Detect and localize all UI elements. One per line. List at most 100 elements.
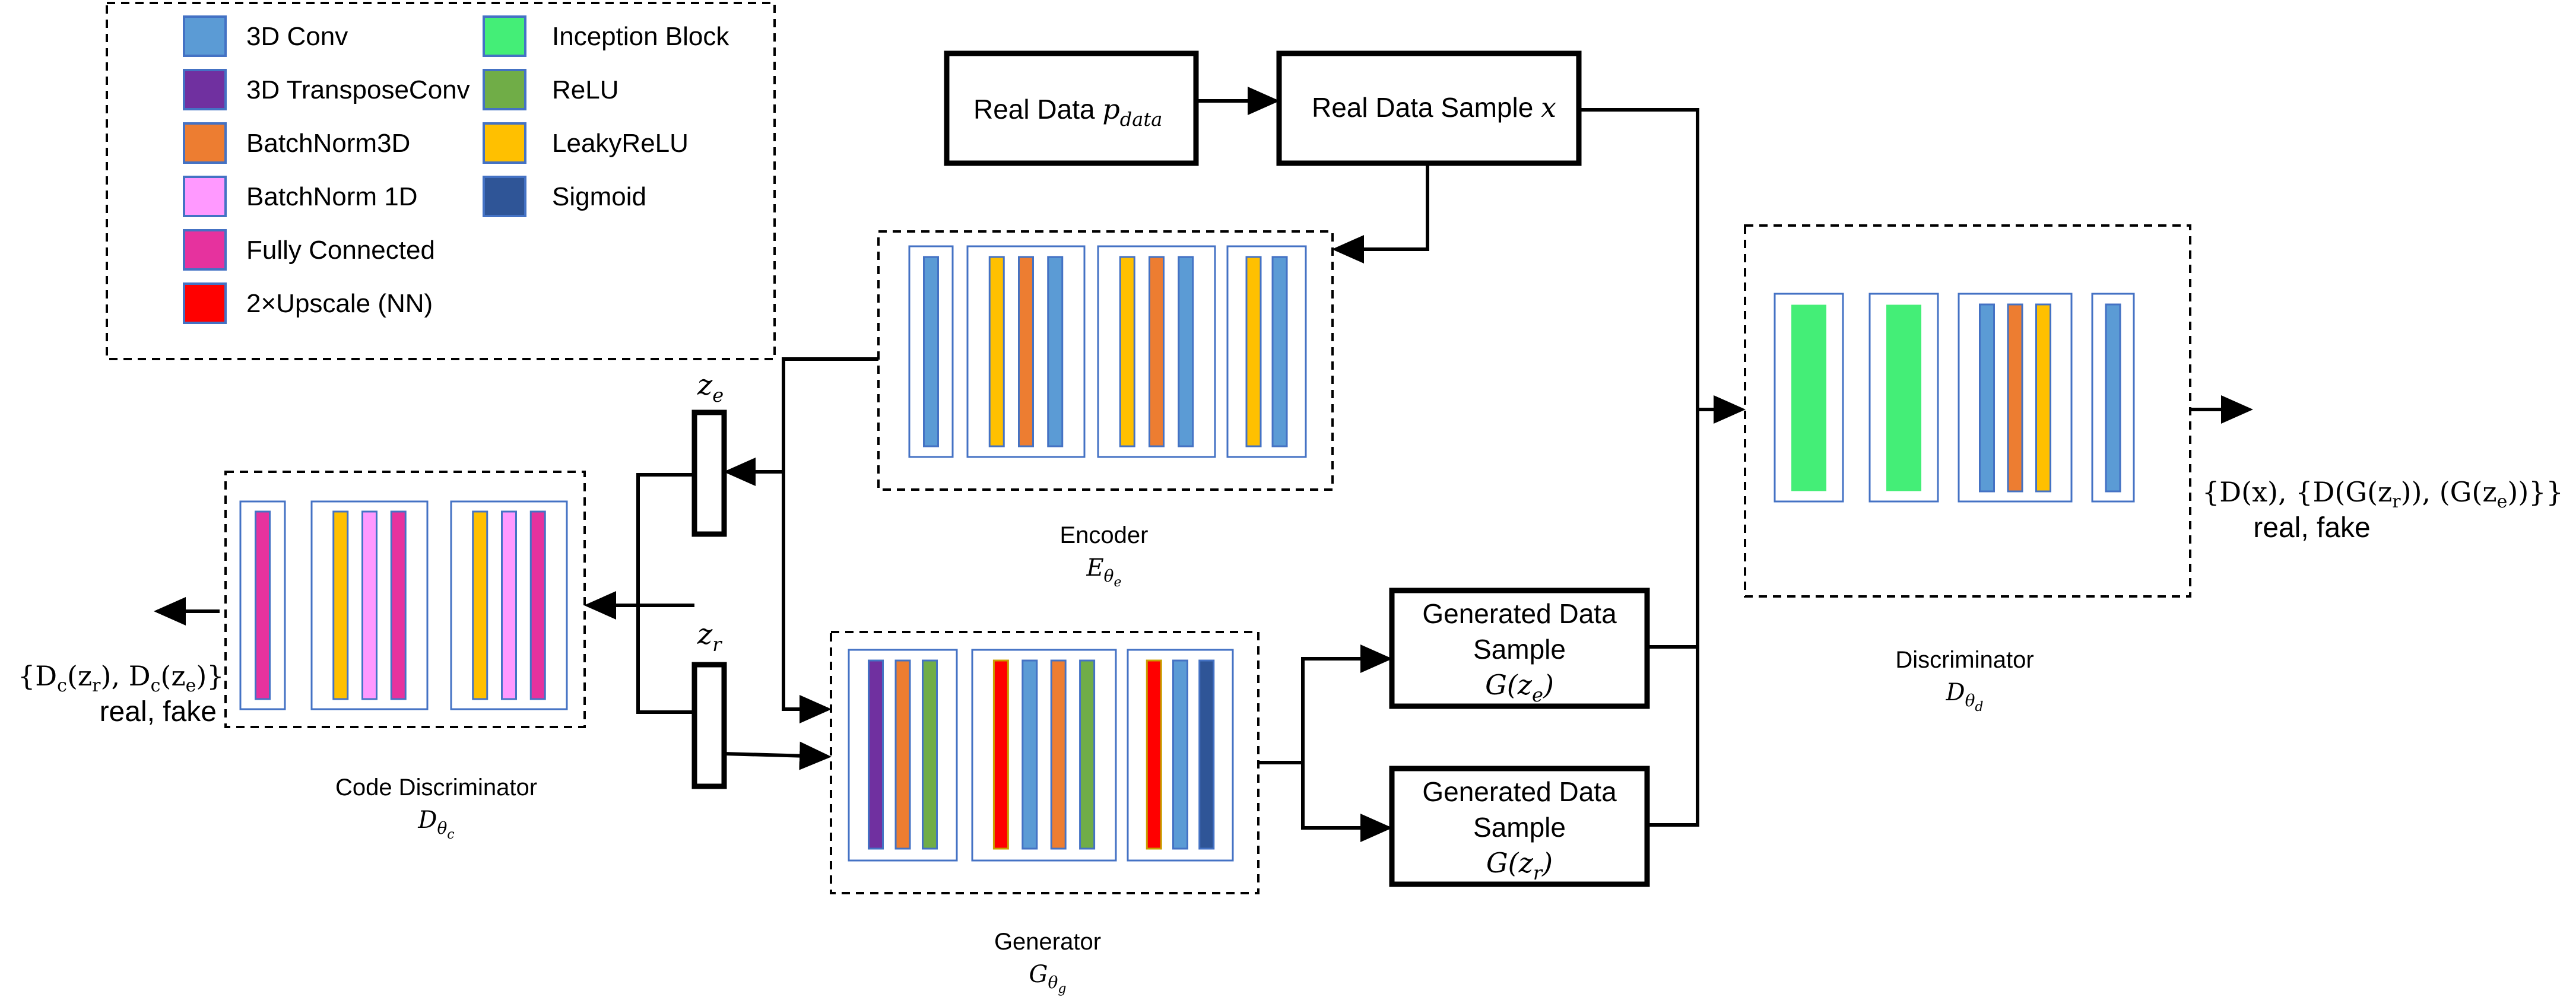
discriminator-output-formula: {D(x), {D(G(zr)), (G(ze))}} <box>2202 476 2564 512</box>
legend-swatch-batchnorm3d <box>183 122 227 164</box>
generator-layer-relu <box>1079 659 1096 850</box>
discriminator-output-label: real, fake <box>2253 512 2370 544</box>
code-discriminator-layer-fully-connected <box>255 510 271 700</box>
encoder-layer-leaky-relu <box>988 256 1005 447</box>
legend-label-relu: ReLU <box>552 75 619 104</box>
generated-sample-ze-box: Generated Data Sample G(ze) <box>1389 588 1650 709</box>
gen-zr-line1: Generated Data <box>1422 776 1617 807</box>
arrow-zr-to-generator <box>724 741 832 770</box>
code-discriminator-symbol: Dθc <box>417 807 454 842</box>
encoder-symbol: Eθe <box>1086 554 1121 590</box>
discriminator-layer-inception <box>1791 304 1826 491</box>
encoder-layer-conv3d <box>1178 256 1194 447</box>
code-discriminator-layer-leaky-relu <box>472 510 488 700</box>
encoder-layer-conv3d <box>1271 256 1288 447</box>
code-discriminator-title: Code Discriminator <box>335 774 537 801</box>
line-zr-branch <box>636 605 694 714</box>
generator-layer-batchnorm3d <box>894 659 911 850</box>
encoder-block-4 <box>1226 245 1307 458</box>
arrow-generator-to-genzr <box>1301 763 1392 842</box>
code-discriminator-output-label: real, fake <box>100 696 217 728</box>
discriminator-caption: Discriminator Dθd <box>1895 647 2033 715</box>
legend-swatch-conv3d <box>183 15 227 57</box>
encoder-layer-leaky-relu <box>1245 256 1262 447</box>
legend-swatch-batchnorm1d <box>183 176 227 217</box>
gen-zr-formula: G(zr) <box>1486 847 1553 884</box>
discriminator-symbol: Dθd <box>1945 679 1983 715</box>
legend-frame <box>106 2 776 360</box>
generator-title: Generator <box>994 929 1101 955</box>
generator-symbol: Gθg <box>1029 961 1067 996</box>
connectors <box>154 87 2253 842</box>
real-data-sample-label: Real Data Sample <box>1312 92 1541 123</box>
legend-swatch-fully_connected <box>183 229 227 271</box>
discriminator-output: {D(x), {D(G(zr)), (G(ze))}} real, fake <box>2202 476 2564 544</box>
generator-layer-batchnorm3d <box>1050 659 1067 850</box>
discriminator-layer-conv3d <box>2105 303 2121 493</box>
latent-ze-vector <box>691 409 727 537</box>
arrow-generator-to-genze <box>1258 644 1392 764</box>
code-discriminator-output-formula: {Dc(zr), Dc(ze)} <box>18 660 224 696</box>
line-ze-zr-to-codedisc <box>636 473 694 607</box>
arrow-sample-to-discriminator <box>1579 108 1746 424</box>
legend-swatch-leaky_relu <box>483 122 526 164</box>
code-discriminator-caption: Code Discriminator Dθc <box>335 774 537 842</box>
svg-text:Real Data Sample x: Real Data Sample x <box>1312 91 1556 123</box>
encoder-caption: Encoder Eθe <box>1060 522 1149 590</box>
code-discriminator-layer-leaky-relu <box>332 510 349 700</box>
line-genzr-to-disc <box>1647 409 1699 827</box>
generator-layer-transpose-conv <box>868 659 884 850</box>
code-discriminator-layer-batchnorm1d <box>361 510 377 700</box>
discriminator-layer-leaky-relu <box>2035 303 2051 493</box>
discriminator-layer-conv3d <box>1979 303 1995 493</box>
gen-ze-line1: Generated Data <box>1422 598 1617 629</box>
generator-caption: Generator Gθg <box>994 929 1101 996</box>
generator-layer-sigmoid <box>1198 659 1215 850</box>
discriminator-title: Discriminator <box>1895 647 2033 673</box>
encoder-layer-conv3d <box>923 256 939 447</box>
legend-label-leaky_relu: LeakyReLU <box>552 129 689 158</box>
code-discriminator-output: {Dc(zr), Dc(ze)} real, fake <box>18 660 224 728</box>
arrow-ze-to-generator <box>782 472 832 723</box>
legend-label-upscale: 2×Upscale (NN) <box>246 289 433 318</box>
legend-swatch-transpose_conv <box>183 69 227 110</box>
encoder-layer-batchnorm3d <box>1149 256 1165 447</box>
gen-ze-line2: Sample <box>1473 634 1566 665</box>
real-data-label: Real Data <box>973 94 1102 125</box>
legend-label-inception: Inception Block <box>552 22 729 51</box>
legend-swatch-upscale <box>183 282 227 324</box>
generator-layer-upscale <box>992 659 1009 850</box>
arrow-encoder-to-ze <box>724 357 878 486</box>
gen-zr-line2: Sample <box>1473 812 1566 843</box>
legend-swatch-inception <box>483 15 526 57</box>
legend-label-batchnorm3d: BatchNorm3D <box>246 129 410 158</box>
legend-label-sigmoid: Sigmoid <box>552 182 646 211</box>
latent-zr-label: zr <box>697 618 722 656</box>
svg-text:Real Data pdata: Real Data pdata <box>973 93 1162 131</box>
legend-label-transpose_conv: 3D TransposeConv <box>246 75 470 104</box>
encoder-layer-conv3d <box>1047 256 1064 447</box>
code-discriminator-layer-batchnorm1d <box>501 510 517 700</box>
encoder-title: Encoder <box>1060 522 1149 548</box>
legend-label-batchnorm1d: BatchNorm 1D <box>246 182 418 211</box>
real-data-box: Real Data pdata <box>944 50 1199 166</box>
generated-sample-zr-box: Generated Data Sample G(zr) <box>1389 766 1650 887</box>
legend-swatch-relu <box>483 69 526 110</box>
generator-layer-upscale <box>1146 659 1162 850</box>
latent-zr-vector <box>691 662 727 789</box>
legend-label-fully_connected: Fully Connected <box>246 236 435 265</box>
legend-swatch-sigmoid <box>483 176 526 217</box>
real-data-sample-box: Real Data Sample x <box>1276 50 1582 166</box>
gen-ze-formula: G(ze) <box>1485 669 1554 706</box>
encoder-layer-leaky-relu <box>1119 256 1135 447</box>
encoder-layer-batchnorm3d <box>1018 256 1034 447</box>
arrow-sample-to-encoder <box>1332 163 1429 263</box>
legend-label-conv3d: 3D Conv <box>246 22 348 51</box>
generator-layer-relu <box>922 659 938 850</box>
code-discriminator-layer-fully-connected <box>529 510 546 700</box>
layer-stacks <box>239 245 2135 862</box>
discriminator-layer-batchnorm3d <box>2007 303 2023 493</box>
latent-ze-label: ze <box>697 369 724 407</box>
